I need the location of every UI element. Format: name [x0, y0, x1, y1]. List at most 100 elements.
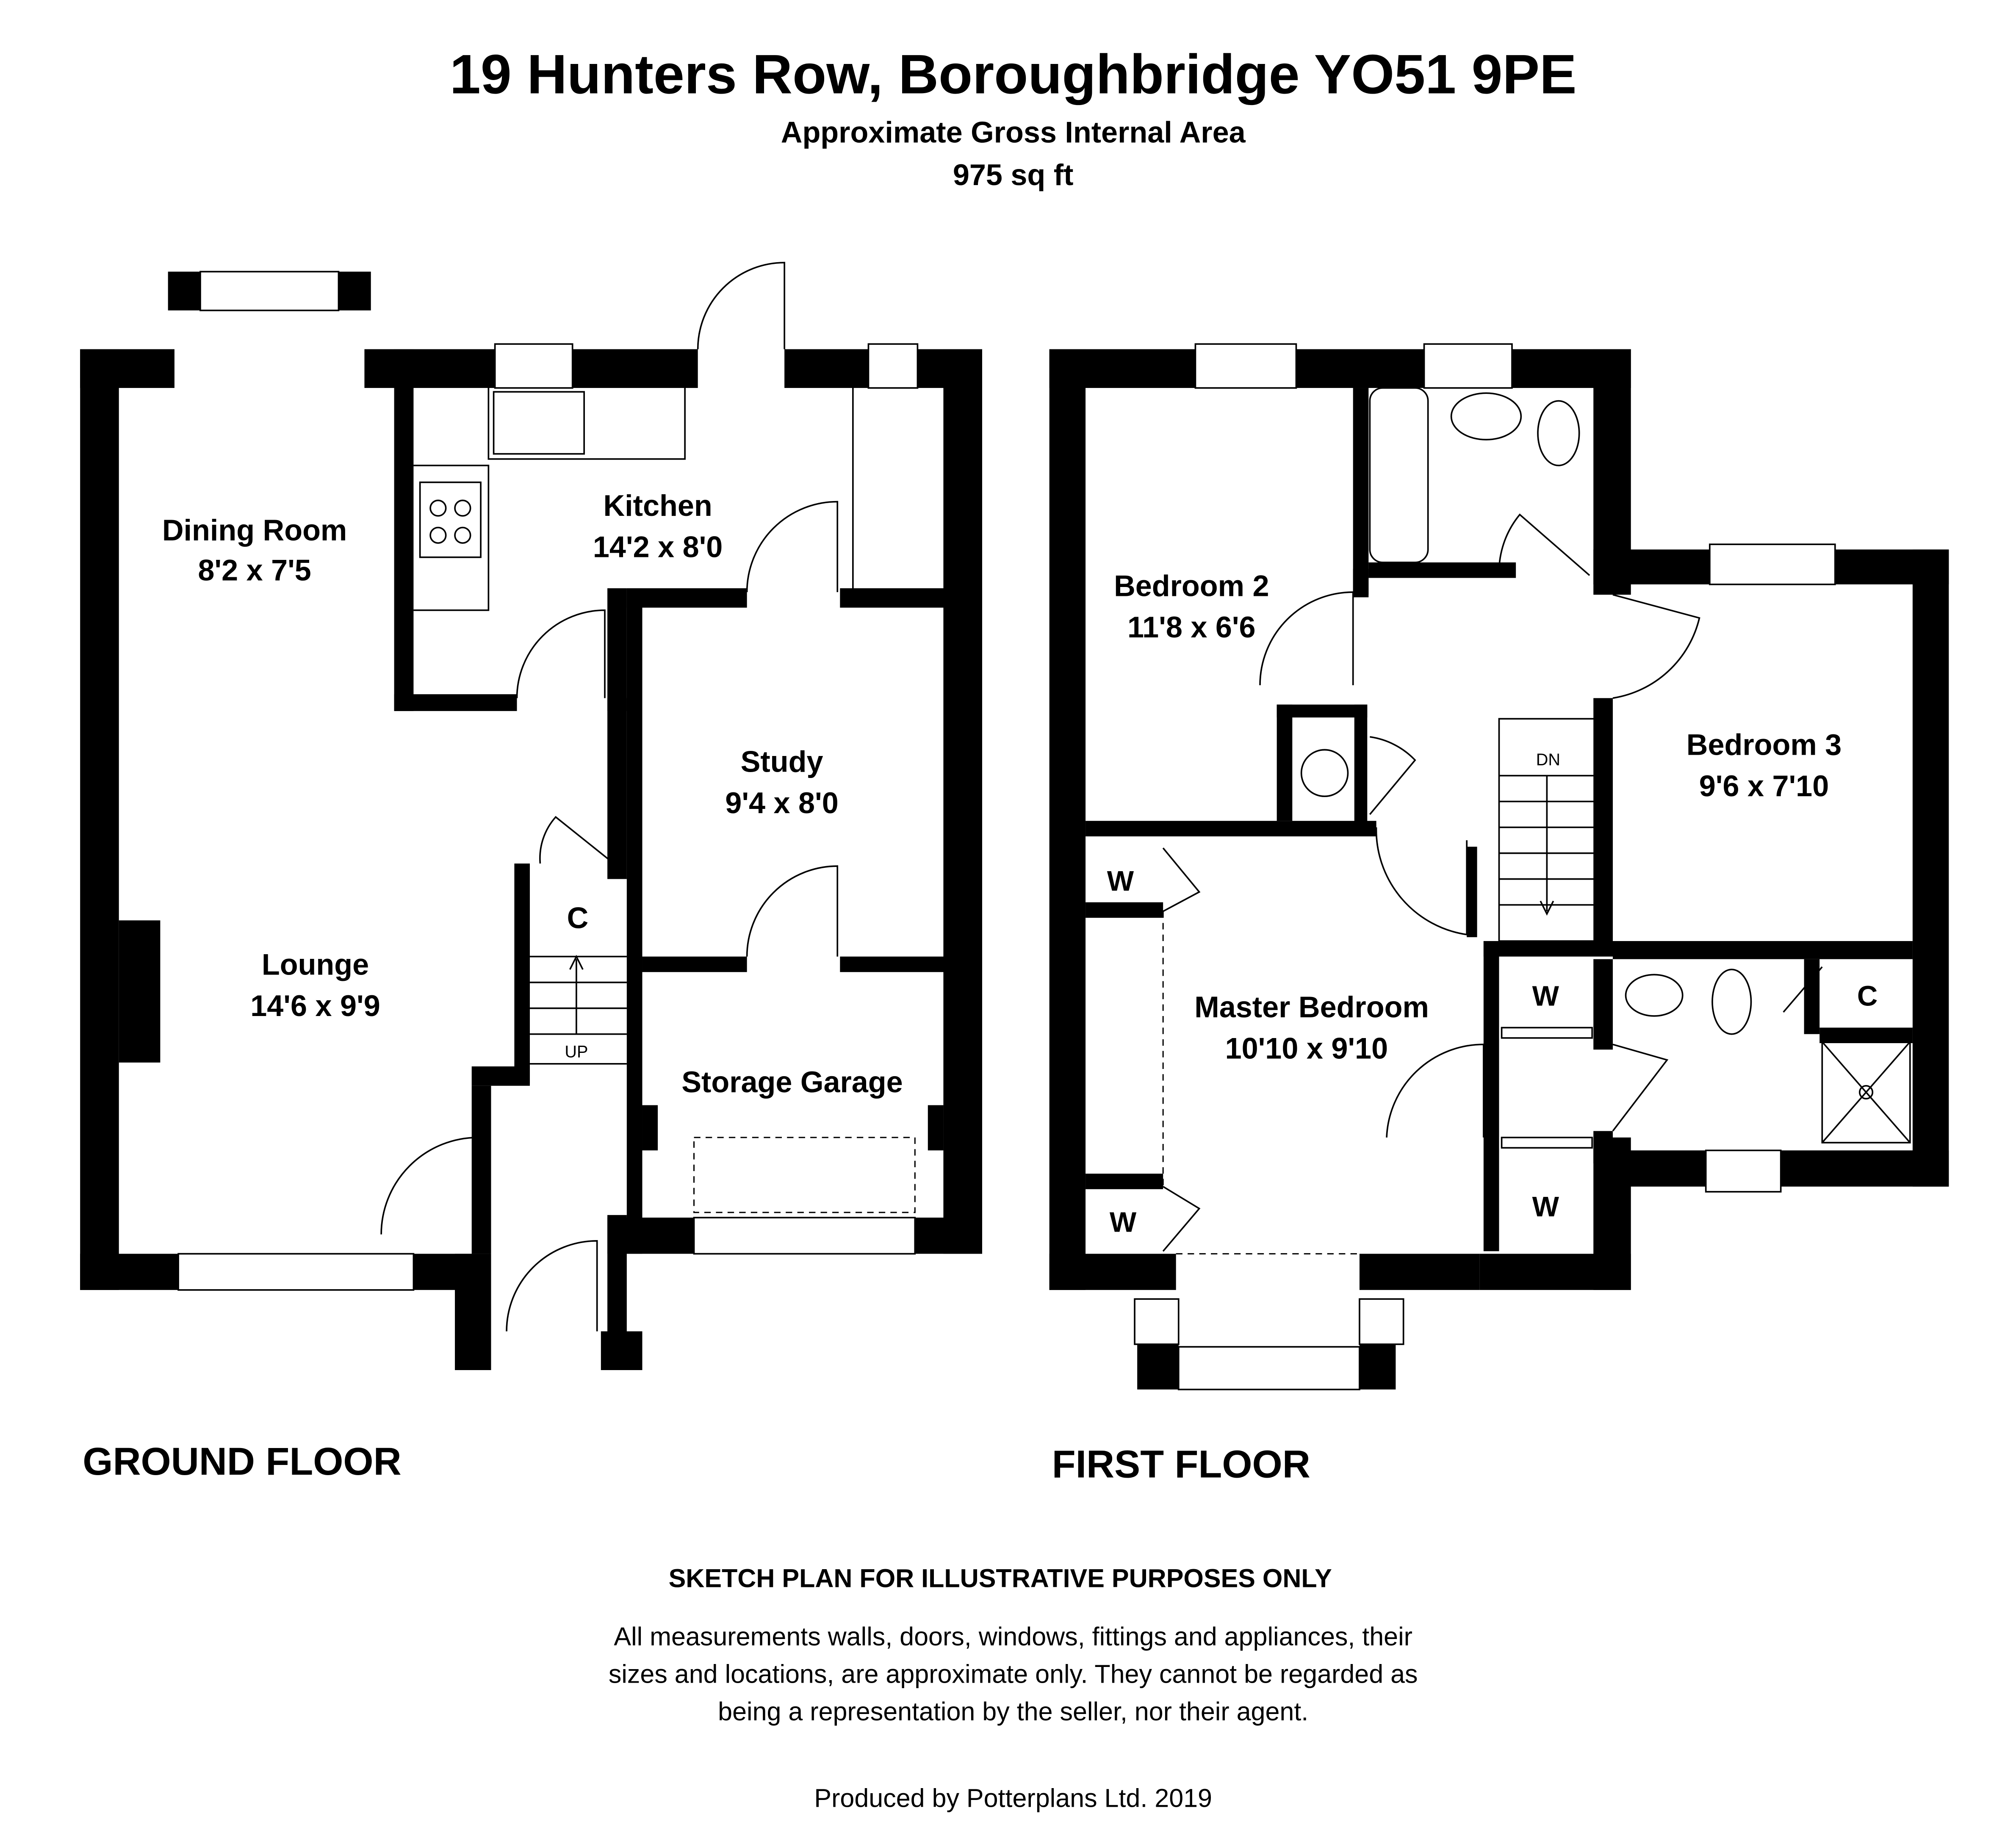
window [1359, 1298, 1404, 1345]
wall [1359, 1344, 1396, 1390]
door [1612, 594, 1700, 699]
wall [338, 271, 371, 310]
shower-icon [1821, 1041, 1911, 1144]
wall [1359, 1254, 1480, 1290]
hob-ring-icon [429, 499, 447, 517]
wall [1483, 941, 1613, 957]
window [693, 1217, 916, 1255]
opening [1162, 911, 1360, 1254]
cupboard-label: C [1857, 980, 1878, 1012]
wall [1613, 941, 1913, 959]
wall [1483, 941, 1499, 1252]
wall [1593, 1131, 1613, 1163]
wall [1354, 704, 1368, 834]
window [1423, 343, 1513, 389]
wall [1593, 549, 1710, 584]
window [199, 271, 340, 311]
window [867, 343, 919, 389]
sink-icon [493, 391, 585, 455]
ground-floor-labels: Dining Room 8'2 x 7'5 Kitchen 14'2 x 8'0… [83, 489, 903, 1483]
wall [1049, 349, 1086, 1290]
disclaimer-line: All measurements walls, doors, windows, … [614, 1622, 1412, 1651]
wall [1353, 569, 1369, 598]
basin-icon [1625, 974, 1684, 1017]
hob-ring-icon [454, 499, 471, 517]
wall [626, 588, 747, 608]
room-name: Kitchen [603, 489, 712, 522]
door [746, 865, 839, 957]
wall [394, 694, 517, 711]
wardrobe-label: W [1532, 1191, 1559, 1223]
room-size: 9'4 x 8'0 [725, 786, 838, 820]
wall [455, 1254, 491, 1370]
wall [1819, 1027, 1913, 1044]
window [1134, 1298, 1180, 1345]
wall [80, 349, 119, 1290]
wall [840, 956, 982, 972]
walls [80, 271, 1949, 1390]
door [380, 1136, 479, 1235]
door [1612, 1044, 1669, 1132]
wall [1086, 821, 1376, 836]
wall [943, 349, 982, 1254]
wall [119, 920, 161, 1063]
door [746, 501, 839, 593]
bath-icon [1369, 387, 1429, 563]
ground-floor-fixtures [177, 262, 919, 1332]
wall [1049, 1254, 1176, 1290]
credit: Produced by Potterplans Ltd. 2019 [814, 1783, 1212, 1812]
stairs-arrow-icon [569, 955, 584, 1034]
wardrobe-doors [1501, 1027, 1593, 1149]
hob-icon [419, 481, 482, 558]
room-name: Master Bedroom [1194, 990, 1429, 1024]
wall [607, 1215, 627, 1370]
door [1369, 736, 1416, 815]
wall [168, 271, 200, 310]
wall [607, 866, 627, 879]
stairs-arrow-icon [1540, 775, 1554, 916]
room-name: Dining Room [162, 513, 347, 547]
room-size: 9'6 x 7'10 [1699, 769, 1829, 803]
wardrobe-label: W [1532, 980, 1559, 1012]
disclaimer-heading: SKETCH PLAN FOR ILLUSTRATIVE PURPOSES ON… [669, 1564, 1332, 1593]
shower-drain-icon [1858, 1085, 1874, 1100]
area-subtitle: Approximate Gross Internal Area [781, 115, 1246, 149]
window [177, 1253, 415, 1291]
door [697, 262, 785, 349]
stairs [1498, 718, 1597, 942]
wall [1296, 349, 1424, 388]
wall [840, 588, 982, 608]
wall [1086, 902, 1163, 918]
window [1709, 543, 1836, 585]
door [1375, 827, 1468, 936]
window [494, 343, 573, 389]
room-name: Storage Garage [681, 1065, 903, 1099]
wall [1804, 959, 1820, 1034]
wall [784, 349, 869, 388]
wall [1049, 349, 1196, 388]
wall [514, 863, 530, 1083]
room-size: 8'2 x 7'5 [198, 554, 311, 587]
door [1498, 513, 1590, 576]
room-name: Bedroom 2 [1114, 569, 1269, 602]
toilet-icon [1711, 969, 1752, 1035]
wall [1277, 704, 1293, 821]
stairs [530, 955, 627, 1065]
wall [1467, 847, 1477, 937]
door [506, 1240, 598, 1332]
floor-label: GROUND FLOOR [83, 1440, 401, 1483]
disclaimer-line: sizes and locations, are approximate onl… [609, 1659, 1418, 1688]
hob-ring-icon [429, 526, 447, 544]
room-size: 14'2 x 8'0 [593, 530, 723, 564]
room-size: 11'8 x 6'6 [1127, 610, 1256, 644]
room-size: 10'10 x 9'10 [1225, 1032, 1388, 1065]
worktop [413, 388, 686, 611]
wall [928, 1105, 944, 1151]
toilet-icon [1537, 400, 1580, 466]
wall [642, 956, 747, 972]
room-name: Study [741, 745, 823, 778]
wall [626, 588, 642, 1254]
wall [471, 1085, 491, 1254]
page-title: 19 Hunters Row, Boroughbridge YO51 9PE [450, 43, 1577, 105]
